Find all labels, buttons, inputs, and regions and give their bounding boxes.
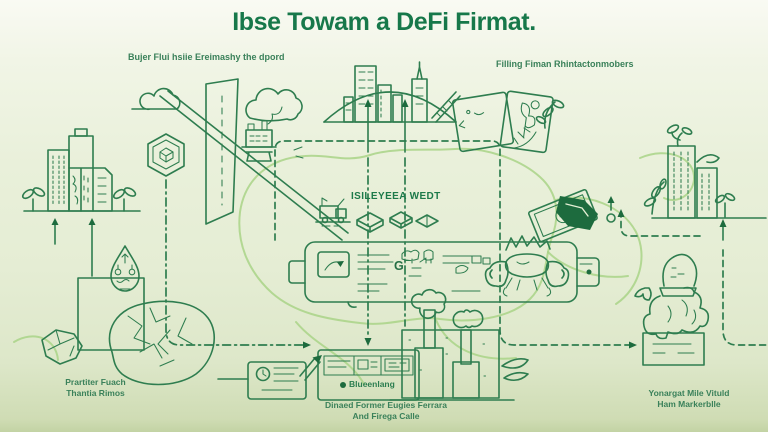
caption-bottom-center-line1: Dinaed Former Eugies Ferrara [325,400,447,410]
caption-bottom-left-line1: Prartiter Fuach [65,377,126,387]
skyline-illustration [323,61,461,153]
map-truck-parcels [315,197,439,233]
capsule-banner-illustration [288,241,600,308]
process-boxes-illustration [247,349,420,401]
ramp-factory-illustration [131,78,349,241]
cards-doodles-illustration [451,90,565,154]
caption-bottom-center-line2: And Firega Calle [352,411,420,421]
caption-top-right: Filling Fiman Rhintactonmobers [496,59,634,69]
caption-bottom-right: Yonargat Mile Vituld Ham Markerblle [623,388,755,410]
eco-factory-illustration [389,288,529,401]
caption-bottom-right-line2: Ham Markerblle [657,399,721,409]
map-region-label: ISILEYEEA WEDT [351,191,441,202]
crab-illustration [484,235,570,297]
caption-bottom-left: Prartiter Fuach Thantia Rimos [38,377,153,399]
banner-g-label: G [394,259,404,273]
region-map-outline [13,147,696,385]
hexagon-cube-icon [147,133,185,177]
caption-top-left: Bujer Flui hsiie Ereimashy the dpord [128,52,285,62]
caption-bottom-center: Dinaed Former Eugies Ferrara And Firega … [295,400,477,422]
statue-illustration [634,253,710,366]
right-buildings-illustration [643,124,767,241]
banknote-stamp-illustration [527,188,616,243]
caption-bottom-left-line2: Thantia Rimos [66,388,125,398]
left-buildings-illustration [21,128,141,277]
process-box-label: Blueenlang [349,379,395,389]
page-title: Ibse Towam a DeFi Firmat. [232,8,536,36]
caption-bottom-right-line1: Yonargat Mile Vituld [648,388,730,398]
drop-globe-illustration [41,245,249,386]
